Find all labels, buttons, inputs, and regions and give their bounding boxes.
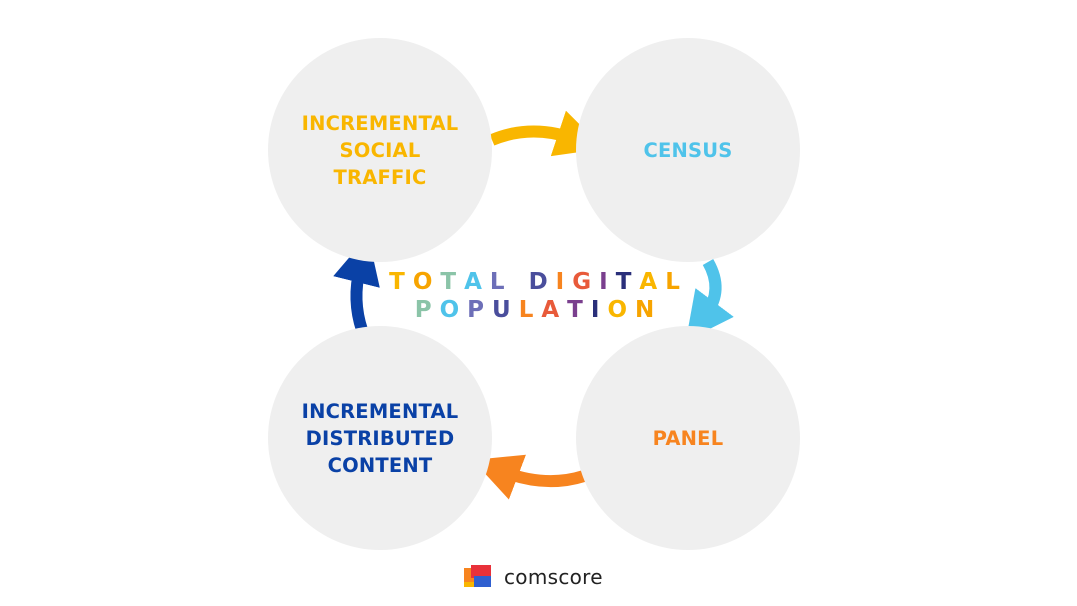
center-title-letter: I xyxy=(599,269,616,295)
center-title-letter: P xyxy=(414,297,440,323)
node-panel: PANEL xyxy=(576,326,800,550)
center-title-letter: N xyxy=(635,297,663,323)
center-title-letter: D xyxy=(528,269,556,295)
comscore-logo-icon xyxy=(464,565,491,587)
center-title-letter: I xyxy=(555,269,573,295)
arrow-census-to-panel xyxy=(685,259,734,341)
arrow-panel-to-distributed xyxy=(472,454,586,500)
node-label: CENSUS xyxy=(643,138,733,162)
node-label: SOCIAL xyxy=(339,138,421,162)
center-title-letter: A xyxy=(541,297,568,323)
center-title-letter: T xyxy=(440,269,465,295)
node-label: PANEL xyxy=(652,426,724,450)
node-label: INCREMENTAL xyxy=(301,399,459,423)
arrow-social-to-census xyxy=(489,110,604,157)
node-label: DISTRIBUTED xyxy=(305,426,455,450)
node-label: CONTENT xyxy=(327,453,433,477)
center-title-letter: A xyxy=(639,269,666,295)
node-incremental-social-traffic: INCREMENTAL SOCIAL TRAFFIC xyxy=(268,38,492,262)
center-title-letter xyxy=(513,269,529,295)
center-title-letter: O xyxy=(439,297,468,323)
center-title-letter: U xyxy=(492,297,519,323)
center-title-letter: T xyxy=(389,269,413,295)
center-title-letter: P xyxy=(467,297,493,323)
center-title-line-1: TOTAL DIGITAL xyxy=(0,269,1077,295)
center-title-letter: T xyxy=(615,269,640,295)
center-title-letter: O xyxy=(607,297,635,323)
center-title-letter: L xyxy=(518,297,542,323)
logo-wordmark: comscore xyxy=(504,565,603,589)
node-label: INCREMENTAL xyxy=(301,111,459,135)
node-incremental-distributed-content: INCREMENTAL DISTRIBUTED CONTENT xyxy=(268,326,492,550)
center-title-letter: L xyxy=(665,269,688,295)
center-title-letter: A xyxy=(464,269,490,295)
center-title-letter: T xyxy=(567,297,591,323)
center-title-letter: O xyxy=(412,269,441,295)
center-title-line-2: POPULATION xyxy=(0,297,1077,323)
center-title-letter: G xyxy=(572,269,600,295)
arrow-distributed-to-social xyxy=(333,235,380,332)
node-census: CENSUS xyxy=(576,38,800,262)
center-title-letter: I xyxy=(590,297,608,323)
comscore-logo: comscore xyxy=(462,564,603,590)
node-label: TRAFFIC xyxy=(333,165,427,189)
center-title-letter: L xyxy=(489,269,513,295)
